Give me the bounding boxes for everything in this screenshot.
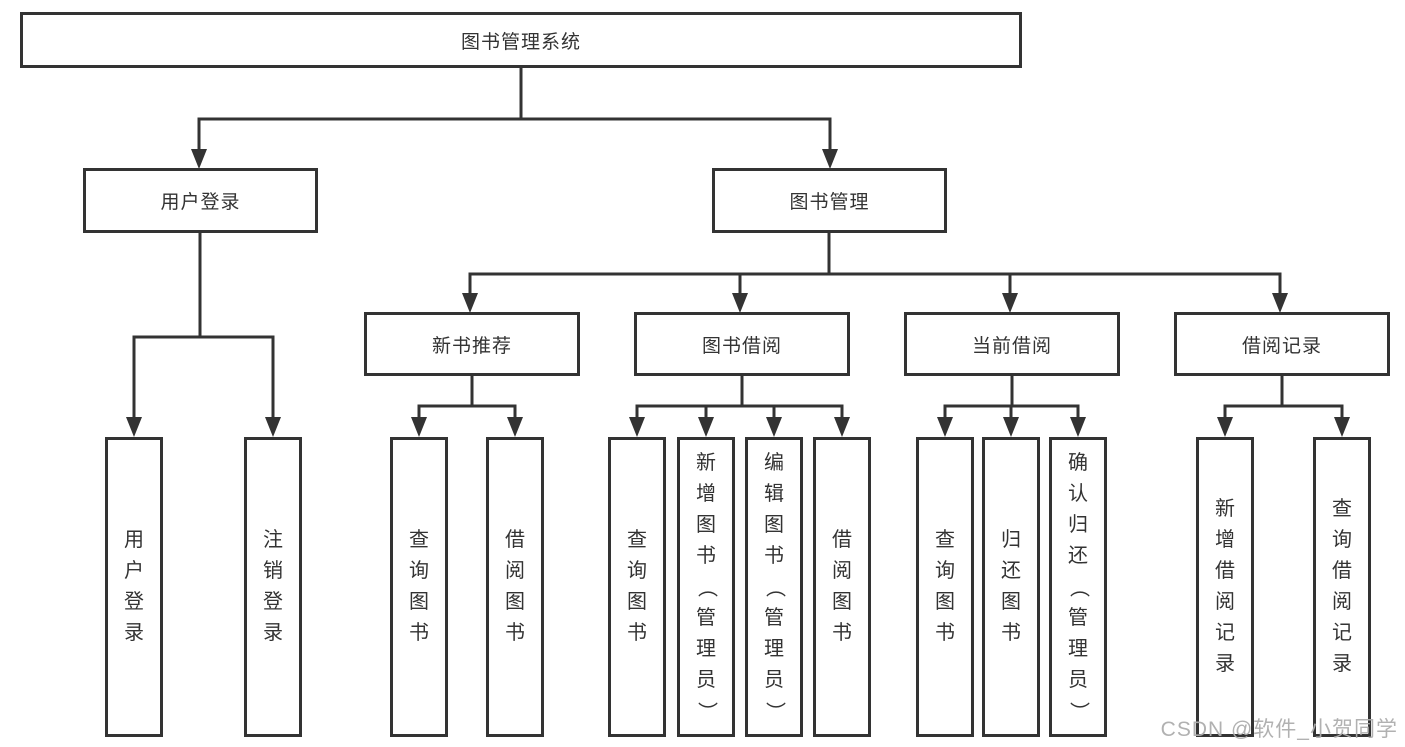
leaf-return-books: 归还图书 [982,437,1040,737]
node-label: 编辑图书（管理员） [763,451,786,722]
leaf-borrow-books: 借阅图书 [813,437,871,737]
arrowhead-icon [834,417,850,437]
arrowhead-icon [265,417,281,437]
node-label: 查询图书 [935,529,955,644]
arrowhead-icon [411,417,427,437]
node-label: 当前借阅 [971,335,1052,357]
node-label: 用户登录 [160,192,241,213]
leaf-query-books-current: 查询图书 [916,437,974,737]
node-label: 查询借阅记录 [1332,498,1352,675]
leaf-confirm-return-admin: 确认归还（管理员） [1049,437,1107,737]
leaf-user-login: 用户登录 [105,437,163,737]
node-user-login-branch: 用户登录 [83,168,318,233]
arrowhead-icon [191,149,207,169]
node-label: 用户登录 [124,529,144,644]
node-current-borrowing: 当前借阅 [904,312,1120,376]
arrowhead-icon [507,417,523,437]
arrowhead-icon [766,417,782,437]
csdn-watermark: CSDN @软件_小贺同学 [1160,718,1398,741]
arrowhead-icon [1003,417,1019,437]
arrowhead-icon [1002,293,1018,313]
node-label: 确认归还（管理员） [1067,451,1090,722]
node-book-borrowing: 图书借阅 [634,312,850,376]
arrowhead-icon [126,417,142,437]
node-label: 新增借阅记录 [1215,498,1235,675]
node-label: 新书推荐 [431,335,512,357]
node-label: 查询图书 [627,529,647,644]
arrowhead-icon [1070,417,1086,437]
arrowhead-icon [822,149,838,169]
arrowhead-icon [1334,417,1350,437]
node-label: 图书借阅 [701,335,782,357]
node-label: 归还图书 [1001,529,1021,644]
node-label: 新增图书（管理员） [695,451,718,722]
node-book-management: 图书管理 [712,168,947,233]
arrowhead-icon [732,293,748,313]
arrowhead-icon [629,417,645,437]
node-label: 借阅图书 [505,529,525,644]
arrowhead-icon [937,417,953,437]
leaf-borrow-books-recommend: 借阅图书 [486,437,544,737]
leaf-query-books-borrow: 查询图书 [608,437,666,737]
arrowhead-icon [1217,417,1233,437]
leaf-add-books-admin: 新增图书（管理员） [677,437,735,737]
leaf-edit-books-admin: 编辑图书（管理员） [745,437,803,737]
node-label: 图书管理 [789,192,870,213]
arrowheads [126,149,1350,437]
node-new-book-recommendation: 新书推荐 [364,312,580,376]
leaf-logout: 注销登录 [244,437,302,737]
leaf-query-books-recommend: 查询图书 [390,437,448,737]
arrowhead-icon [462,293,478,313]
node-library-management-system: 图书管理系统 [20,12,1022,68]
node-borrowing-records: 借阅记录 [1174,312,1390,376]
node-label: 查询图书 [409,529,429,644]
node-label: 借阅记录 [1241,335,1322,357]
node-label: 注销登录 [263,529,283,644]
node-label: 图书管理系统 [460,31,581,53]
leaf-query-borrow-record: 查询借阅记录 [1313,437,1371,737]
arrowhead-icon [698,417,714,437]
node-label: 借阅图书 [832,529,852,644]
arrowhead-icon [1272,293,1288,313]
leaf-add-borrow-record: 新增借阅记录 [1196,437,1254,737]
